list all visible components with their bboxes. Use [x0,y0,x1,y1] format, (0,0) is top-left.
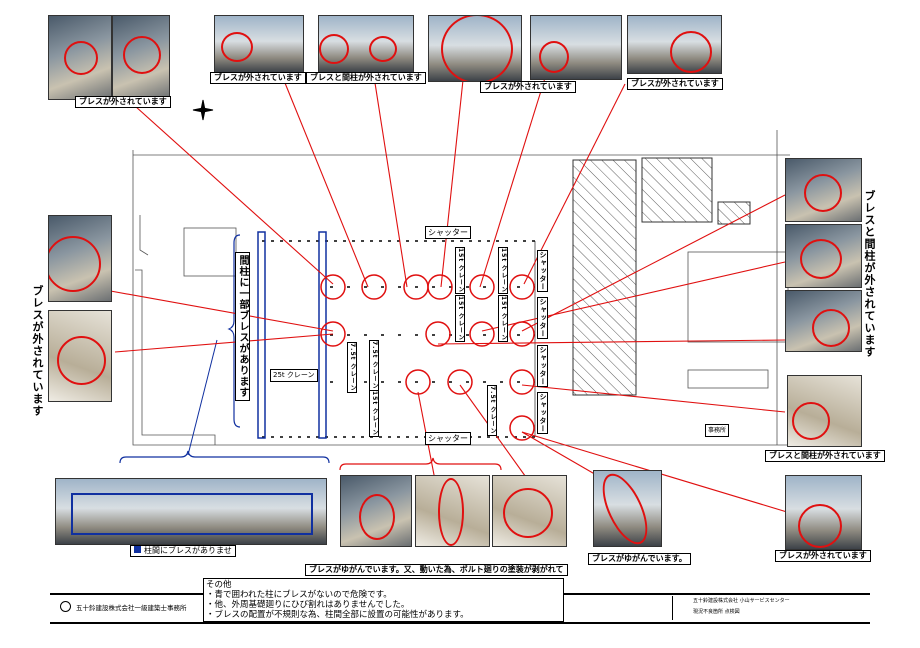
caption: ブレスが外されています [627,78,723,90]
north-arrow-icon [192,99,214,121]
photo [214,15,304,73]
crane-15t-label: 15t クレーン [455,247,465,295]
photo [48,310,112,402]
company-logo-icon [60,601,71,612]
no-brace-legend: 柱間にブレスがありませ [130,545,236,557]
photo [785,224,862,288]
blue-brace [227,234,241,428]
note-line: ・青で囲われた柱にブレスがないので危険です。 [206,590,392,600]
crane-75t-label: 7.5t クレーン [487,385,497,436]
photo [593,470,662,547]
caption: ブレスが外されています [480,81,576,93]
hatched-area-2 [641,157,713,223]
no-brace-column-1 [257,231,266,439]
shutter-label-east-3: シャッター [537,345,548,387]
shutter-label-east-2: シャッター [537,297,548,339]
no-brace-legend-text: 柱間にブレスがありませ [144,546,232,555]
drawing-name: 現況不良箇所 点検図 [693,609,740,615]
photo [530,15,622,80]
caption-vertical: ブレスと間柱が外されています [863,190,876,358]
shutter-label-top: シャッター [425,226,471,239]
photo [787,375,862,447]
photo [48,215,112,302]
caption: ブレスが外されています [210,72,306,84]
crane-25t-label: 25t クレーン [270,369,318,382]
photo [318,15,414,73]
site-outline [132,130,790,446]
caption: ブレスが外されています [775,550,871,562]
crane-75t-label: 7.5t クレーン [369,340,379,391]
notes-box: その他 ・青で囲われた柱にブレスがないので危険です。 ・他、外周基礎廻りにひび割… [203,578,564,622]
office-label: 事務所 [705,424,730,437]
photo [785,158,862,222]
caption: ブレスと間柱が外されています [306,72,426,84]
title-block: 五十鈴建設株式会社 小山サービスセンター 現況不良箇所 点検図 [672,596,883,620]
photo [415,475,490,547]
crane-15t-label: 15t クレーン [498,295,508,343]
photo [785,290,862,352]
caption-vertical: ブレスが外されています [31,285,44,417]
caption: ブレスがゆがんでいます。又、動いた為、ボルト廻りの塗装が剥がれて [305,564,568,576]
leader-lines [104,77,788,513]
caption: ブレスがゆがんでいます。 [588,553,691,565]
note-line: ・ブレスの配置が不規則な為、柱間全部に設置の可能性があります。 [206,610,469,620]
notes-title: その他 [206,580,232,590]
note-line: ・他、外周基礎廻りにひび割れはありませんでした。 [206,600,410,610]
crane-15t-label: 15t クレーン [455,295,465,343]
caption: ブレスと間柱が外されています [765,450,885,462]
caption: ブレスが外されています [75,96,171,108]
crane-15t-label: 15t クレーン [498,247,508,295]
crane-15t-label: 15t クレーン [369,390,379,438]
photo [48,15,112,100]
shutter-label-east-4: シャッター [537,392,548,434]
photo [112,15,170,100]
project-name: 五十鈴建設株式会社 小山サービスセンター [693,598,790,604]
shutter-label-east-1: シャッター [537,250,548,292]
photo [785,475,862,550]
partial-brace-label: 間柱に一部ブレスがあります [235,252,250,401]
photo [627,15,722,74]
photo [492,475,567,547]
photo [340,475,412,547]
panorama-photo [55,478,327,545]
company-name: 五十鈴建設株式会社一級建築士事務所 [76,604,187,612]
shutter-label-bottom: シャッター [425,432,471,445]
defect-circles [320,274,535,441]
photo [428,15,522,82]
crane-75t-label: 7.5t クレーン [347,342,357,393]
